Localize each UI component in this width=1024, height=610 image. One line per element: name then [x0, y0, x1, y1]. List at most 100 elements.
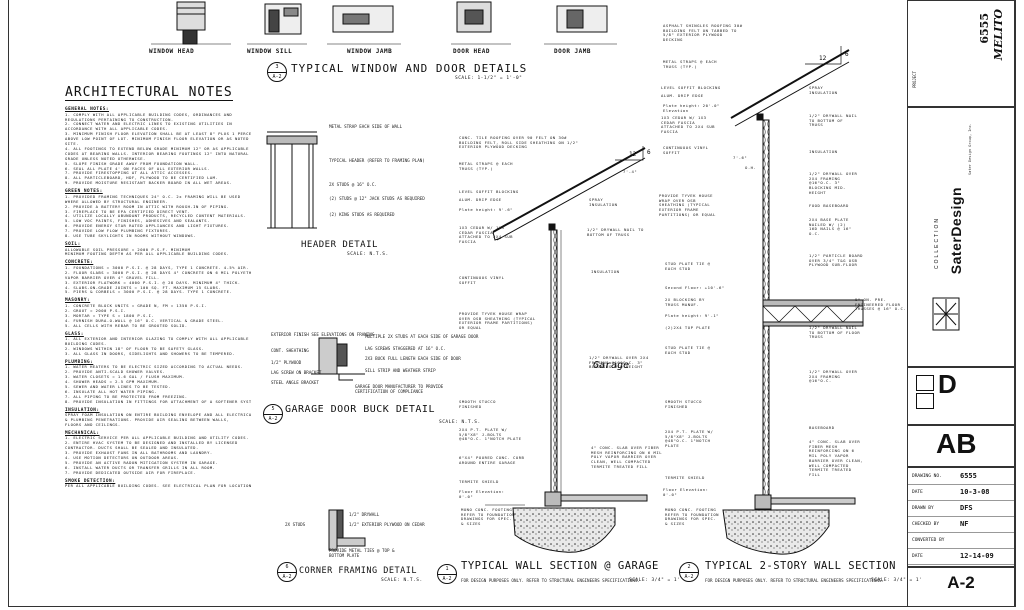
two-story-pitch-label: 12 — [819, 55, 827, 62]
notes-line: 3. FIREPLACE TO BE EPA CERTIFIED DIRECT … — [65, 209, 191, 214]
buck-label-sill-strip: SILL STRIP AND WEATHER STRIP — [365, 368, 436, 373]
garage-section-label: 7'-4" — [623, 169, 638, 174]
project-cell: MELITO 6555 PROJECT — [907, 0, 1015, 108]
corner-label-plywood: 1/2" EXTERIOR PLYWOOD ON CEDAR — [349, 522, 425, 527]
title-block-row-label: CHECKED BY — [912, 522, 940, 527]
notes-line: 1. WATER HEATERS TO BE ELECTRIC SIZED AC… — [65, 365, 244, 370]
buck-label-cont-sheathing: CONT. SHEATHING — [271, 348, 309, 353]
corner-framing-drawing — [328, 509, 366, 551]
notes-line: CODES AT BEARING WALLS. INTERIOR BEARING… — [65, 151, 249, 156]
two-story-section-label: 7'-6" — [733, 155, 748, 160]
notes-line: 5. PIERS & CORBELS = 3000 P.S.I. @ 28 DA… — [65, 290, 233, 295]
title-block-row: DRAWING NO.6555 — [908, 469, 1014, 485]
notes-line: FLOORS AND CEILINGS. — [65, 422, 121, 427]
corner-label-drywall: 1/2" DRYWALL — [349, 512, 380, 517]
window-head-label: WINDOW HEAD — [149, 48, 195, 55]
two-story-section-label: 1/2" DRYWALL OVER 2X4 FRAMING @16"O.C. 3… — [809, 171, 858, 195]
two-story-title: TYPICAL 2-STORY WALL SECTION — [705, 560, 897, 572]
two-story-section-label: 2X BLOCKING BY TRUSS MANUF. — [665, 297, 705, 307]
aibd-b: B — [956, 428, 977, 459]
two-story-section-label: MONO CONC. FOOTING REFER TO FOUNDATION D… — [665, 507, 720, 527]
two-story-section-label: Plate height: 20'-0" Elevation — [663, 103, 720, 113]
two-story-section-label: CONTINUOUS VINYL SOFFIT — [663, 145, 709, 155]
notes-line: VAPOR BARRIER OVER 4" GRAVEL FILL. — [65, 275, 160, 280]
notes-line: 7. ALL PIPING TO BE PROTECTED FROM FREEZ… — [65, 394, 188, 399]
two-story-section-label: 1/2" PARTICLE BOARD OVER 3/4" T&G OSB PL… — [809, 253, 864, 268]
door-jamb-label: DOOR JAMB — [554, 48, 592, 55]
notes-line: 3. PROVIDE EXHAUST FANS IN ALL BATHROOMS… — [65, 451, 213, 456]
notes-line: 4. SLABS-ON-GRADE JOINTS = 100 SQ. FT. M… — [65, 285, 222, 290]
two-story-note: FOR DESIGN PURPOSES ONLY. REFER TO STRUC… — [705, 578, 884, 583]
notes-section-head: GENERAL NOTES: — [65, 107, 110, 112]
buck-label-2x3-buck: 2X3 BUCK FULL LENGTH EACH SIDE OF DOOR — [365, 356, 461, 361]
drawing-sheet: WINDOW HEAD WINDOW SILL WINDOW JAMB DOOR… — [8, 0, 1016, 607]
notes-line: 9. PROVIDE MOISTURE RESISTANT BACKER BOA… — [65, 181, 233, 186]
garage-section-note: FOR DESIGN PURPOSES ONLY. REFER TO STRUC… — [461, 578, 640, 583]
two-story-rise-label: 6 — [845, 51, 849, 58]
corner-label-metal-ties: PROVIDE METAL TIES @ TOP & BOTTOM PLATE — [329, 548, 395, 558]
window-jamb-label: WINDOW JAMB — [347, 48, 393, 55]
notes-line: SITE. — [65, 142, 79, 147]
title-block-row-value: 12-14-09 — [960, 552, 994, 560]
notes-section-head: CONCRETE: — [65, 260, 94, 266]
title-block-row: CONVERTED BY — [908, 533, 1014, 549]
window-door-details-scale: SCALE: 1-1/2" = 1'-0" — [455, 76, 523, 81]
notes-line: REGULATIONS PERTAINING TO CONSTRUCTION. — [65, 117, 174, 122]
notes-line: BUILDING CODES. — [65, 342, 107, 346]
notes-section-head: SOIL: — [65, 241, 81, 247]
title-block-row-value: 10-3-08 — [960, 488, 990, 496]
garage-section-label: CONC. TILE ROOFING OVER 90 FELT ON 30# B… — [459, 135, 579, 150]
garage-buck-scale: SCALE: N.T.S. — [439, 420, 481, 425]
title-block-row-label: DATE — [912, 554, 923, 559]
two-story-section-label: STUD PLATE TIE @ EACH STUD — [665, 261, 711, 271]
garage-section-label: SPRAY INSULATION — [589, 197, 618, 207]
firm-address: Sater Design Group, Inc. — [968, 123, 972, 175]
window-sill-label: WINDOW SILL — [247, 48, 293, 55]
garage-section-label: TERMITE SHIELD — [459, 479, 499, 484]
notes-section-head: INSULATION: — [65, 407, 100, 413]
aibd-a: A — [936, 428, 957, 459]
brand-logo-icon — [932, 297, 960, 331]
notes-line: 4. UTILIZE LOCALLY ABUNDANT PRODUCTS, RE… — [65, 214, 247, 219]
notes-line: 2. GROUT = 2000 P.S.I. — [65, 308, 127, 313]
notes-line: 2. PROVIDE A BATTERY ROOM IN ATTIC WITH … — [65, 204, 230, 209]
notes-line: 4. ALL FOOTINGS TO EXTEND BELOW GRADE MI… — [65, 146, 249, 151]
notes-line: 8. USE TUBE SKYLIGHTS IN ROOMS WITHOUT W… — [65, 234, 196, 239]
sheet-number-cell: A-2 — [907, 566, 1015, 606]
aibd-cell: D — [907, 366, 1015, 426]
notes-section-head: PLUMBING: — [65, 359, 94, 365]
notes-line: 4. FURNISH DURA-O-WALL @ 16" O.C. VERTIC… — [65, 318, 224, 323]
notes-line: 3. EXTERIOR FLATWORK = 4000 P.S.I. @ 28 … — [65, 280, 241, 285]
notes-line: ALLOWABLE SOIL PRESSURE = 2000 P.S.F. MI… — [65, 247, 191, 252]
header-label-typical-header: TYPICAL HEADER (REFER TO FRAMING PLAN) — [329, 158, 425, 163]
title-block-row: DATE 12-14-09 — [908, 549, 1014, 565]
aibd-d: D — [938, 369, 957, 399]
notes-line: 7. PROVIDE DEDICATED OUTSIDE AIR FOR FIR… — [65, 470, 196, 475]
notes-line: GRADE UNLESS NOTED OTHERWISE. — [65, 156, 146, 161]
notes-line: 7. PROVIDE LOW FLOW PLUMBING FIXTURES. — [65, 229, 171, 234]
title-block-row-value: DFS — [960, 504, 973, 512]
notes-line: SPRAY FOAM INSULATION ON ENTIRE BUILDING… — [65, 413, 251, 418]
notes-line: PER ALL APPLICABLE BUILDING CODES. SEE E… — [65, 484, 251, 489]
two-story-section-label: TERMITE SHIELD — [665, 475, 705, 480]
notes-line: 6. SEAL ALL PLATE 4' ON FACES OF ALL EXT… — [65, 166, 210, 171]
notes-section-head: MASONRY: — [65, 298, 91, 304]
title-block-row-label: CONVERTED BY — [912, 538, 945, 543]
garage-section-label: MONO CONC. FOOTING REFER TO FOUNDATION D… — [461, 507, 516, 527]
title-block-row-value: NF — [960, 520, 969, 528]
notes-line: 6. INSULATE ALL HOT WATER PIPING. — [65, 389, 157, 394]
notes-section-head: GLASS: — [65, 331, 84, 337]
notes-line: 1. PROVIDED FRAMING TECHNIQUES 24" O.C. … — [65, 194, 241, 199]
brand-sub: COLLECTION — [934, 217, 940, 269]
title-block-row-label: DRAWING NO. — [912, 474, 942, 479]
two-story-section-label: 4" CONC. SLAB OVER FIBER MESH REINFORCIN… — [809, 439, 864, 477]
garage-pitch-label: 12 — [629, 151, 637, 158]
garage-section-label: SMOOTH STUCCO FINISHED — [459, 399, 496, 409]
two-story-section-label: ASPHALT SHINGLES ROOFING 30# BUILDING FE… — [663, 23, 743, 43]
buck-label-steel-angle: STEEL ANGLE BRACKET — [271, 380, 319, 385]
garage-buck-title: GARAGE DOOR BUCK DETAIL — [285, 404, 435, 415]
